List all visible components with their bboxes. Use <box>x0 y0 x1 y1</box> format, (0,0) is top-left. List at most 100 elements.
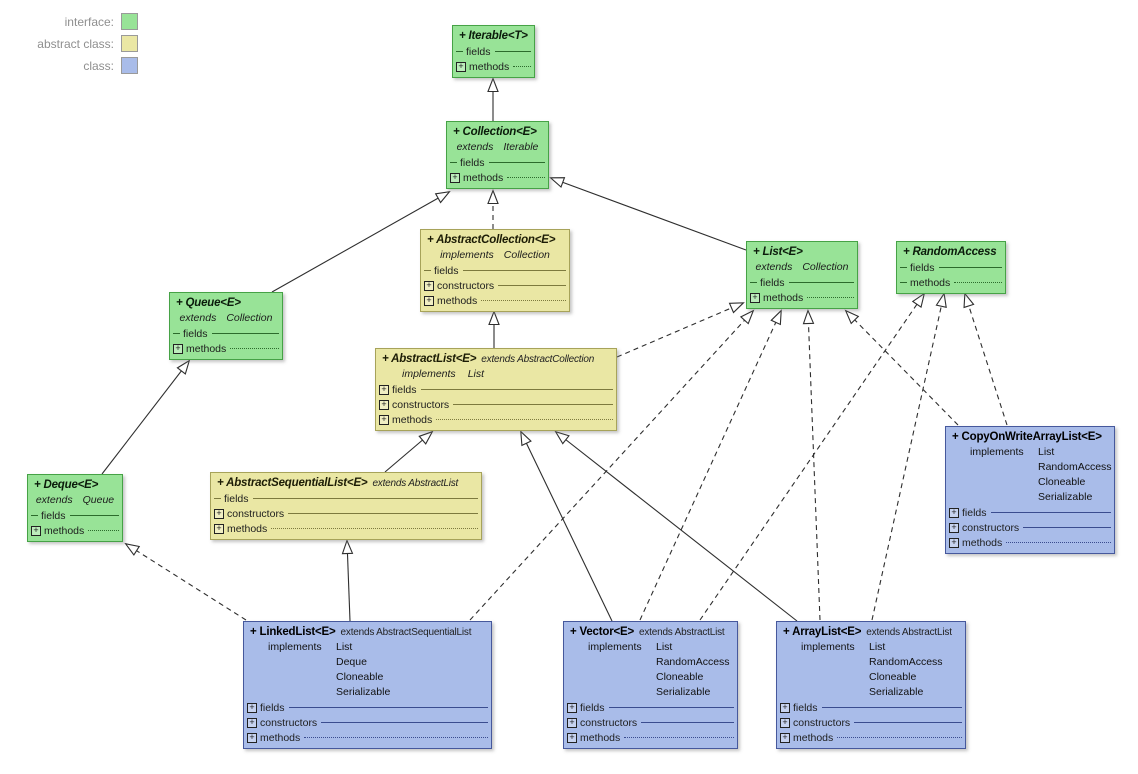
edge-arraylist-extends-abstractlist <box>554 430 798 622</box>
member-label: methods <box>437 294 478 307</box>
member-label: fields <box>910 261 935 274</box>
member-row-fields: fields <box>376 382 616 397</box>
class-title: + RandomAccess <box>903 246 997 258</box>
member-row-constructors: constructors <box>777 715 965 730</box>
expand-plus-icon <box>247 732 257 743</box>
sub-keyword: implements <box>402 368 456 380</box>
implements-item: List <box>336 641 353 653</box>
member-row-methods: methods <box>946 535 1114 550</box>
member-row-methods: methods <box>376 412 616 427</box>
implements-item: List <box>1038 446 1055 458</box>
member-rule <box>507 177 545 178</box>
member-label: constructors <box>392 398 450 411</box>
member-row-constructors: constructors <box>564 715 737 730</box>
member-rule <box>488 162 545 163</box>
member-row-fields: fields <box>447 155 548 170</box>
legend-swatch-abstract <box>121 35 138 52</box>
member-rule <box>321 722 488 723</box>
member-label: fields <box>434 264 459 277</box>
class-title-row: + List<E> <box>747 244 857 260</box>
member-rule <box>641 722 734 723</box>
member-label: methods <box>910 276 951 289</box>
dash-icon <box>456 51 463 52</box>
member-rule <box>288 707 488 708</box>
implements-keyword: implements <box>801 641 855 653</box>
member-row-constructors: constructors <box>376 397 616 412</box>
edge-vector-implements-list <box>639 309 782 621</box>
member-label: constructors <box>962 521 1020 534</box>
member-row-methods: methods <box>28 523 122 538</box>
implements-item: RandomAccess <box>656 656 730 668</box>
dash-icon <box>750 282 757 283</box>
implements-item: Cloneable <box>336 671 384 683</box>
legend-swatch-interface <box>121 13 138 30</box>
class-title-row: + AbstractList<E>extends AbstractCollect… <box>376 351 616 367</box>
member-row-constructors: constructors <box>946 520 1114 535</box>
member-label: constructors <box>793 716 851 729</box>
member-rule <box>624 737 734 738</box>
member-row-methods: methods <box>453 59 534 74</box>
member-rule <box>288 513 478 514</box>
member-label: methods <box>392 413 433 426</box>
expand-plus-icon <box>456 61 466 72</box>
implements-item: Cloneable <box>656 671 704 683</box>
implements-row: Cloneable <box>946 475 1114 490</box>
class-box-abstractlist: + AbstractList<E>extends AbstractCollect… <box>375 348 617 431</box>
dash-icon <box>31 515 38 516</box>
class-title: + Iterable<T> <box>459 30 528 42</box>
class-title-row: + Deque<E> <box>28 477 122 493</box>
member-label: fields <box>41 509 66 522</box>
legend-label-class: class: <box>83 58 114 73</box>
implements-indent <box>564 655 648 670</box>
implements-indent <box>564 670 648 685</box>
dash-icon <box>900 267 907 268</box>
member-rule <box>498 285 566 286</box>
member-label: fields <box>183 327 208 340</box>
legend-row-class: class: <box>10 57 138 74</box>
expand-plus-icon <box>424 295 434 306</box>
class-box-abstractsequentiallist: + AbstractSequentialList<E>extends Abstr… <box>210 472 482 540</box>
class-title: + CopyOnWriteArrayList<E> <box>952 431 1102 443</box>
expand-plus-icon <box>214 523 224 534</box>
member-rule <box>938 267 1002 268</box>
member-label: methods <box>763 291 804 304</box>
class-title: + Queue<E> <box>176 297 241 309</box>
class-title-row: + Iterable<T> <box>453 28 534 44</box>
member-label: fields <box>793 701 818 714</box>
member-label: methods <box>469 60 510 73</box>
member-label: methods <box>463 171 504 184</box>
dash-icon <box>900 282 907 283</box>
expand-plus-icon <box>173 343 183 354</box>
class-box-collection: + Collection<E>extendsIterablefieldsmeth… <box>446 121 549 189</box>
implements-indent <box>244 655 328 670</box>
member-row-fields: fields <box>946 505 1114 520</box>
member-rule <box>88 530 119 531</box>
class-box-linkedlist: + LinkedList<E>extends AbstractSequentia… <box>243 621 492 749</box>
member-label: methods <box>227 522 268 535</box>
class-extends-suffix: extends AbstractList <box>638 627 725 638</box>
sub-keyword: extends <box>755 261 793 273</box>
implements-indent <box>244 685 328 700</box>
edge-vector-implements-randomaccess <box>699 292 926 621</box>
member-row-fields: fields <box>564 700 737 715</box>
edge-copyonwritearraylist-implements-randomaccess <box>963 292 1008 426</box>
member-row-methods: methods <box>170 341 282 356</box>
edge-linkedlist-implements-deque <box>124 542 247 621</box>
implements-item: Cloneable <box>1038 476 1086 488</box>
edge-deque-extends-queue <box>101 359 191 475</box>
member-label: fields <box>962 506 987 519</box>
class-title: + Vector<E> <box>570 626 634 638</box>
implements-row: Serializable <box>564 685 737 700</box>
member-label: constructors <box>580 716 638 729</box>
member-label: fields <box>224 492 249 505</box>
member-label: fields <box>580 701 605 714</box>
dash-icon <box>173 333 180 334</box>
member-rule <box>230 348 279 349</box>
sub-target: List <box>467 368 485 380</box>
member-rule <box>494 51 531 52</box>
expand-plus-icon <box>567 717 577 728</box>
